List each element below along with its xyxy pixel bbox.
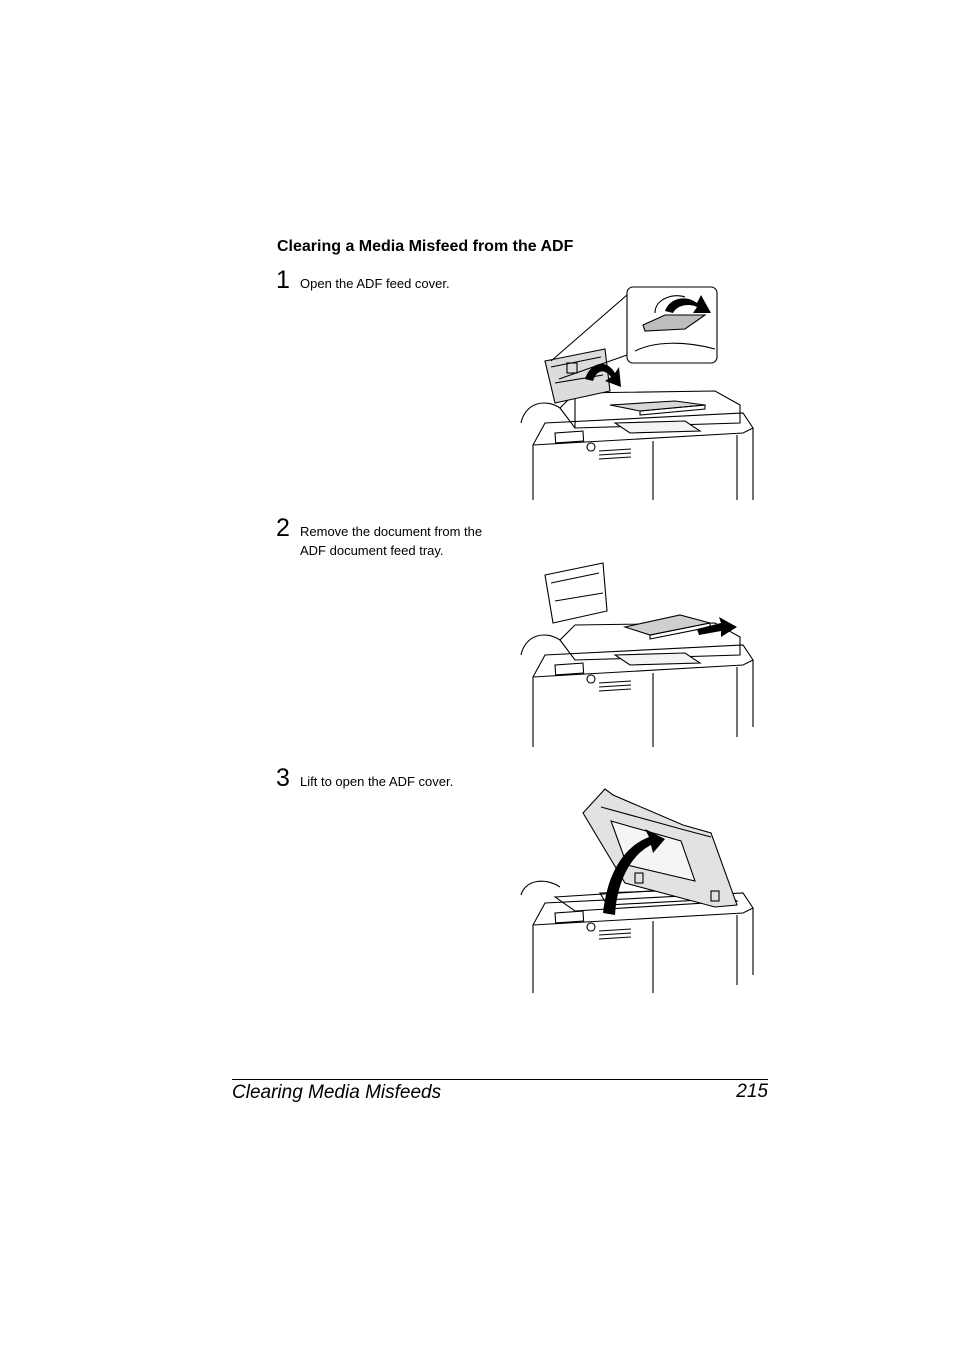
footer-page-number: 215 <box>736 1081 768 1102</box>
step-line: Remove the document from the <box>300 524 483 539</box>
step-line: Lift to open the ADF cover. <box>300 774 454 789</box>
step-number: 1 <box>276 266 290 294</box>
step-instruction: Open the ADF feed cover. <box>300 274 520 293</box>
step-number: 2 <box>276 514 290 542</box>
illustration-remove-document <box>520 562 754 747</box>
illustration-lift-adf-cover <box>520 788 754 993</box>
step-number: 3 <box>276 764 290 792</box>
step-instruction: Remove the document from the ADF documen… <box>300 522 520 560</box>
step-line: Open the ADF feed cover. <box>300 276 450 291</box>
step-instruction: Lift to open the ADF cover. <box>300 772 520 791</box>
section-title: Clearing a Media Misfeed from the ADF <box>277 238 574 255</box>
footer-divider <box>232 1079 768 1080</box>
footer-chapter-title: Clearing Media Misfeeds <box>232 1082 442 1103</box>
illustration-open-feed-cover <box>520 286 754 500</box>
step-line: ADF document feed tray. <box>300 543 444 558</box>
